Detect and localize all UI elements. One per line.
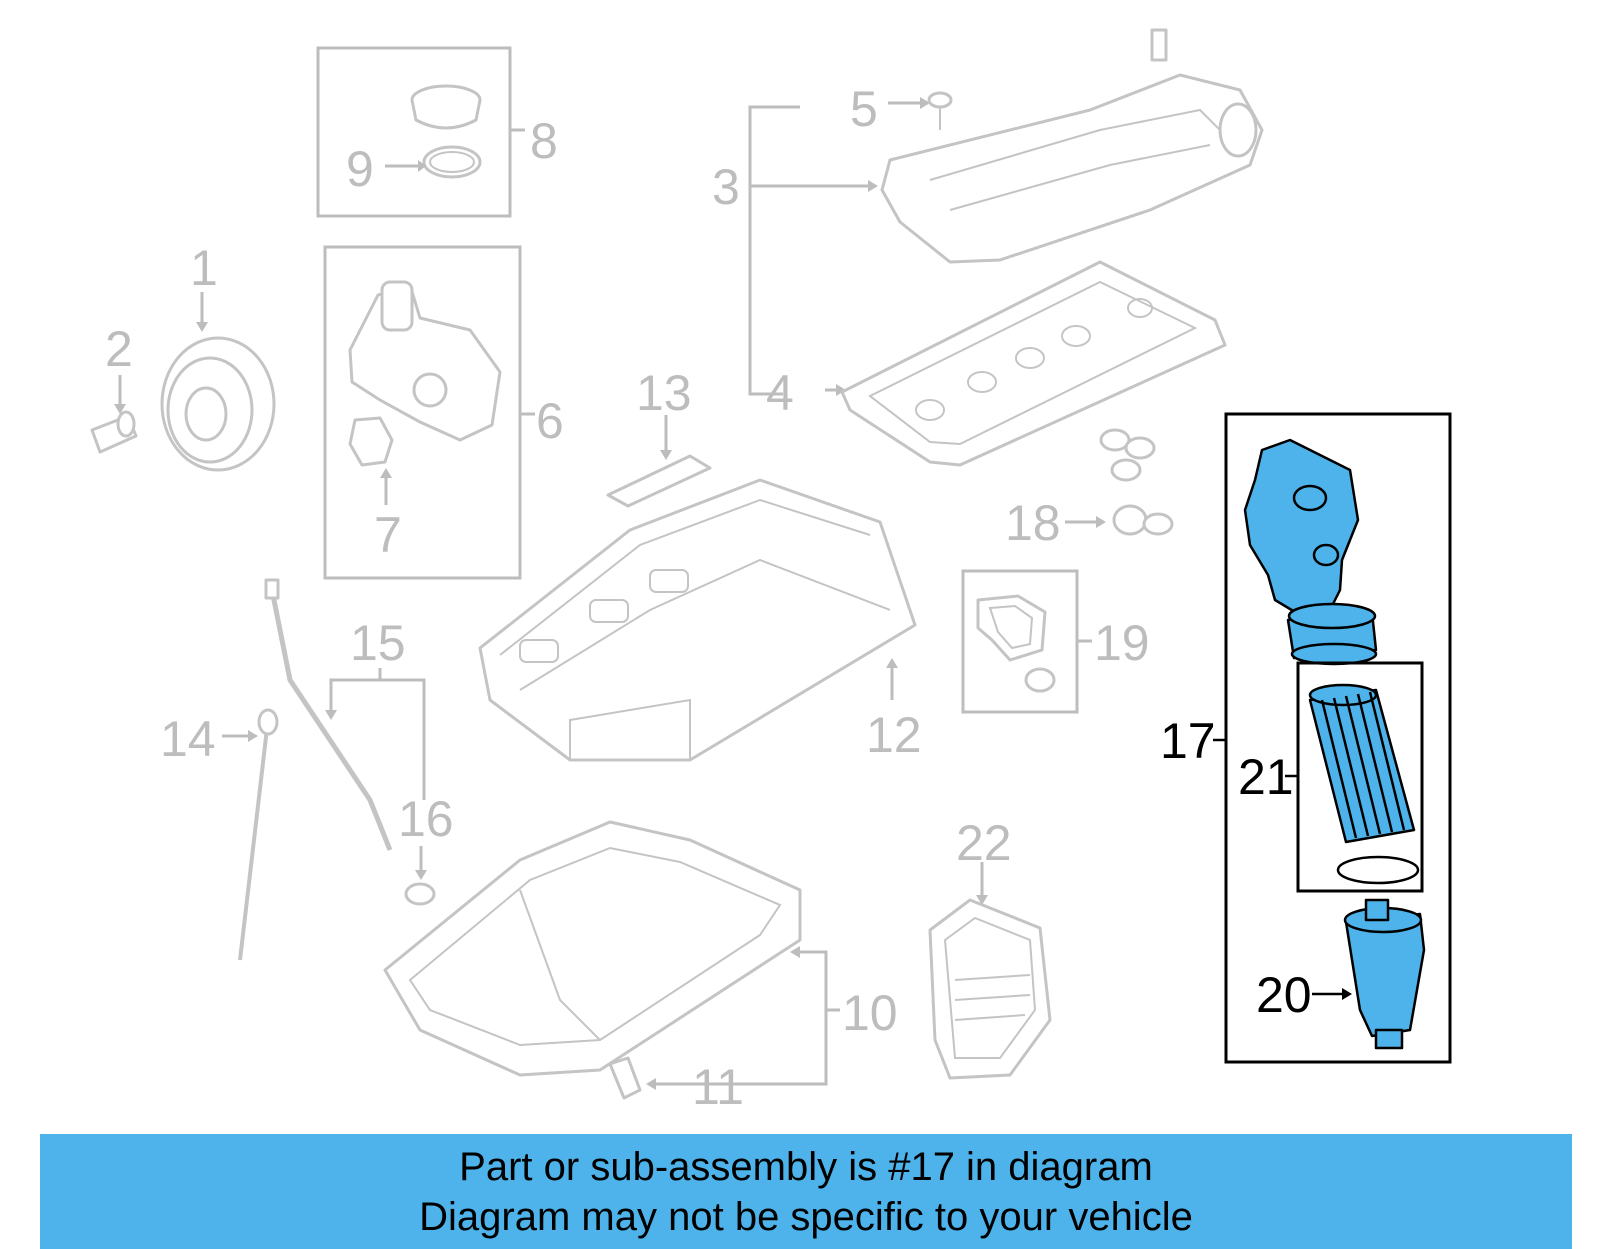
sensor-11: [608, 1056, 642, 1100]
callout-12: 12: [866, 707, 922, 763]
callout-4: 4: [766, 365, 794, 421]
lower-oil-pan: [383, 820, 802, 1077]
callout-5: 5: [850, 81, 878, 137]
callout-6: 6: [536, 393, 564, 449]
callout-18: 18: [1005, 495, 1061, 551]
oil-filler-cap: [410, 84, 482, 179]
gasket-19: [976, 594, 1056, 693]
info-banner: Part or sub-assembly is #17 in diagram D…: [40, 1134, 1572, 1249]
seals-18: [1099, 428, 1174, 536]
callout-17: 17: [1160, 713, 1216, 769]
callout-3: 3: [712, 159, 740, 215]
baffle-13: [606, 454, 712, 508]
upper-oil-pan: [478, 478, 917, 762]
callout-1: 1: [190, 240, 218, 296]
callout-9: 9: [346, 141, 374, 197]
callout-10: 10: [842, 985, 898, 1041]
callout-15: 15: [350, 615, 406, 671]
box-8: [316, 46, 512, 218]
callout-2: 2: [105, 321, 133, 377]
callout-16: 16: [398, 791, 454, 847]
callout-21: 21: [1238, 749, 1294, 805]
callout-8: 8: [530, 113, 558, 169]
callout-11: 11: [692, 1059, 744, 1115]
callout-22: 22: [956, 815, 1012, 871]
valve-cover: [880, 28, 1264, 264]
oil-filter-housing: [1243, 438, 1378, 666]
callout-19: 19: [1094, 615, 1150, 671]
o-ring: [1336, 855, 1420, 885]
banner-line-part: Part or sub-assembly is #17 in diagram: [459, 1145, 1153, 1189]
callout-14: 14: [160, 711, 216, 767]
callout-13: 13: [636, 365, 692, 421]
bolt-2: [90, 410, 138, 454]
dipstick: [238, 578, 393, 961]
bolt-5: [927, 91, 953, 130]
filter-cap-20: [1343, 898, 1426, 1050]
box-17: [1224, 412, 1452, 1064]
valve-cover-gasket: [840, 260, 1227, 467]
callout-20: 20: [1256, 967, 1312, 1023]
washer-16: [404, 882, 436, 906]
crank-pulley: [160, 336, 276, 472]
oil-filter-element: [1308, 683, 1420, 885]
banner-line-disclaimer: Diagram may not be specific to your vehi…: [419, 1195, 1193, 1239]
oil-cooler: [928, 898, 1052, 1080]
timing-cover: [348, 280, 502, 467]
callout-7: 7: [374, 507, 402, 563]
